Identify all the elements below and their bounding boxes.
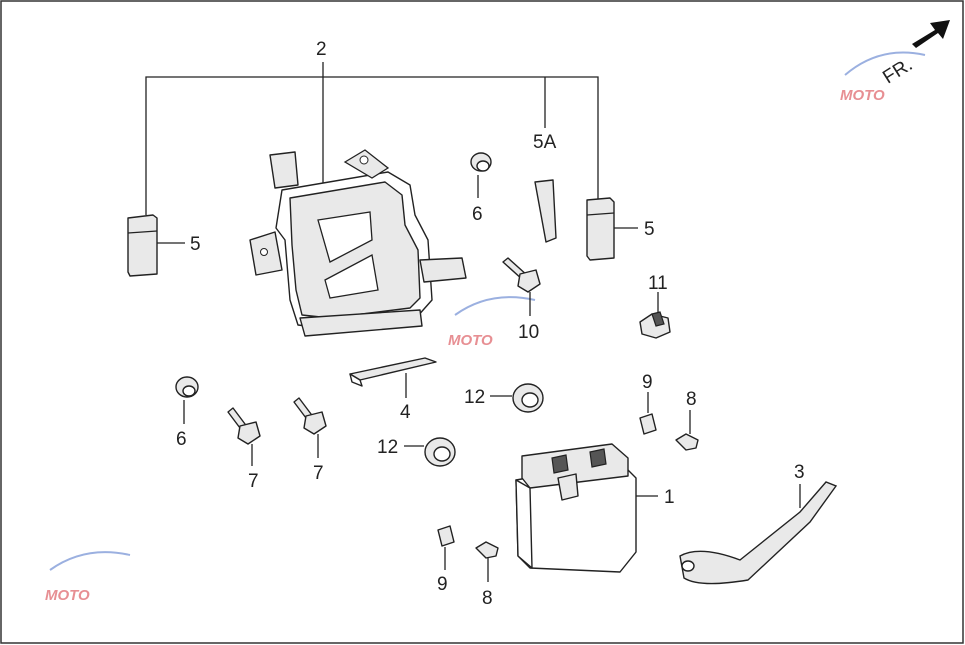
- callout-5a: 5A: [533, 132, 557, 153]
- callout-12-top: 12: [464, 387, 485, 408]
- callout-9-top: 9: [642, 372, 653, 393]
- part-9-top-nut: [639, 392, 657, 435]
- callout-7-a: 7: [248, 471, 259, 492]
- watermark-text: MOTO: [45, 587, 90, 604]
- watermark-text: MOTO: [448, 332, 493, 349]
- callout-6-left: 6: [176, 429, 187, 450]
- part-12-bottom-nut: [404, 437, 456, 467]
- part-2-battery-box: [249, 149, 467, 337]
- part-1-battery: [515, 443, 658, 573]
- front-arrow-icon: [912, 20, 950, 48]
- part-5-left-pad: [127, 214, 185, 277]
- callout-6-top: 6: [472, 204, 483, 225]
- part-4-strip: [349, 357, 437, 398]
- part-8-top-bolt: [675, 410, 699, 451]
- callout-1: 1: [664, 487, 675, 508]
- front-direction-label: FR.: [879, 54, 916, 88]
- part-8-bottom-bolt: [475, 541, 499, 582]
- watermark-text: MOTO: [840, 87, 885, 104]
- part-7-bolt-b: [293, 397, 327, 458]
- callout-5-left: 5: [190, 234, 201, 255]
- part-10-bolt: [502, 257, 541, 316]
- callout-3: 3: [794, 462, 805, 483]
- watermark-center: MOTO: [448, 296, 536, 349]
- callout-7-b: 7: [313, 463, 324, 484]
- callout-5-right: 5: [644, 219, 655, 240]
- callout-9-bottom: 9: [437, 574, 448, 595]
- part-5a-pad: [534, 179, 557, 243]
- callout-11: 11: [648, 273, 668, 294]
- callout-8-top: 8: [686, 389, 697, 410]
- watermark-bottom-left: MOTO: [45, 551, 131, 604]
- part-6-left-grommet: [175, 376, 199, 424]
- group-bracket: [145, 62, 599, 215]
- part-7-bolt-a: [227, 407, 261, 466]
- callout-2: 2: [316, 39, 327, 60]
- callout-8-bottom: 8: [482, 588, 493, 609]
- callout-12-bottom: 12: [377, 437, 398, 458]
- part-12-top-nut: [490, 383, 544, 413]
- part-3-strap: [679, 481, 838, 585]
- callout-4: 4: [400, 402, 411, 423]
- callout-10: 10: [518, 322, 539, 343]
- part-11-clip: [639, 292, 671, 339]
- part-6-top-grommet: [470, 152, 492, 198]
- part-9-bottom-nut: [437, 525, 455, 570]
- part-5-right-pad: [586, 197, 638, 261]
- watermark-top-right: MOTO: [840, 51, 926, 104]
